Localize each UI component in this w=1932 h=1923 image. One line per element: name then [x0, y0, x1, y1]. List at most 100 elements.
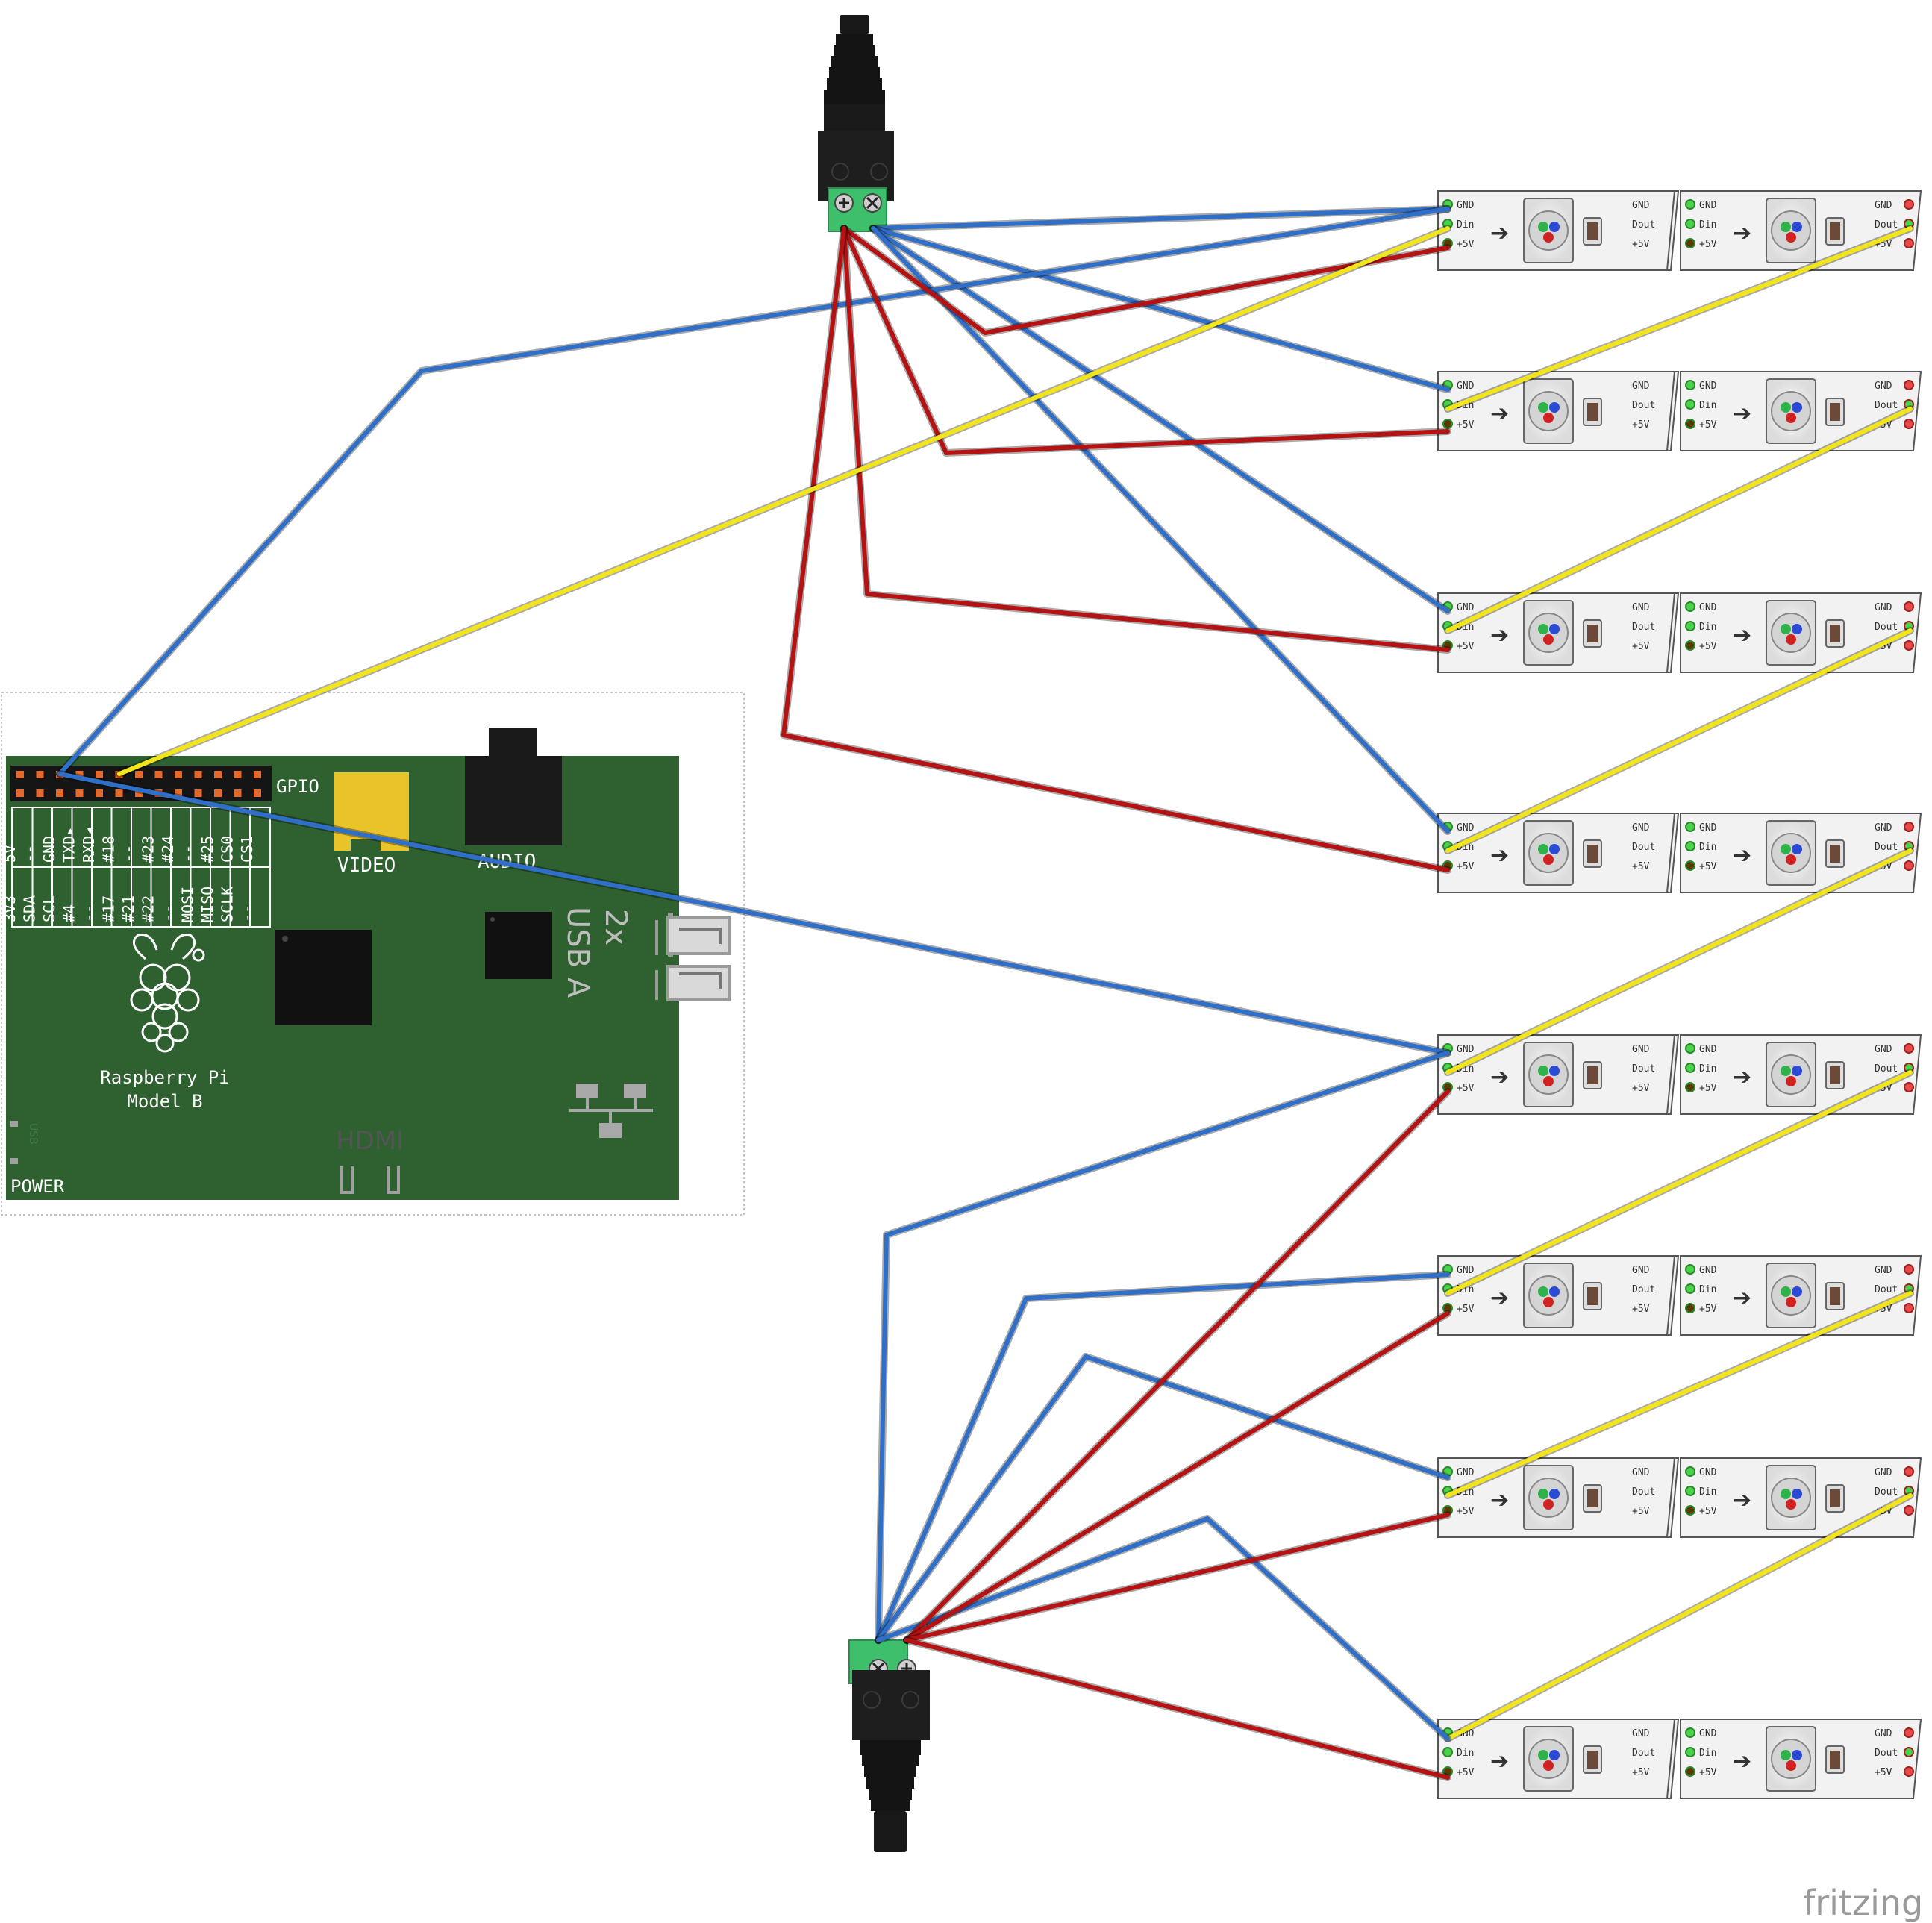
strip-pad[interactable]: [1904, 419, 1914, 429]
strip-pad[interactable]: [1685, 380, 1695, 390]
data-wire[interactable]: [1445, 1493, 1913, 1741]
strip-pad[interactable]: [1685, 1283, 1695, 1294]
data-wire[interactable]: [1445, 1291, 1913, 1498]
ground-wire[interactable]: [871, 226, 1450, 834]
strip-pad[interactable]: [1685, 1063, 1695, 1073]
ground-wire-shadow: [875, 1049, 1451, 1644]
gpio-pin[interactable]: [254, 789, 261, 797]
gpio-pin[interactable]: [234, 771, 242, 778]
strip-pad[interactable]: [1685, 399, 1695, 410]
strip-pad[interactable]: [1904, 640, 1914, 651]
strip-pad[interactable]: [1685, 199, 1695, 210]
pi-ground-wire[interactable]: [57, 207, 1450, 776]
gpio-pin[interactable]: [115, 789, 123, 797]
ground-wire[interactable]: [876, 1051, 1450, 1642]
ground-wire[interactable]: [871, 207, 1450, 231]
data-wire[interactable]: [1445, 407, 1913, 633]
gpio-pin[interactable]: [154, 771, 163, 778]
gpio-pin[interactable]: [75, 771, 84, 778]
ground-wire[interactable]: [876, 1354, 1450, 1642]
strip-pad[interactable]: [1904, 1082, 1914, 1092]
strip-pad[interactable]: [1904, 1264, 1914, 1275]
gpio-pin[interactable]: [75, 789, 84, 797]
strip-pad[interactable]: [1904, 199, 1914, 210]
pin-label-bottom: --: [80, 904, 98, 922]
pin-label-top: #24: [159, 836, 177, 863]
gpio-pin[interactable]: [234, 789, 242, 797]
strip-pad[interactable]: [1904, 1747, 1914, 1757]
power-wire[interactable]: [904, 1513, 1450, 1642]
ground-wire[interactable]: [876, 1272, 1450, 1642]
strip-pad[interactable]: [1685, 640, 1695, 651]
gpio-pin[interactable]: [36, 789, 44, 797]
strip-pad[interactable]: [1685, 238, 1695, 248]
strip-pad[interactable]: [1685, 1505, 1695, 1516]
strip-pad[interactable]: [1904, 1303, 1914, 1313]
gpio-pin[interactable]: [214, 771, 222, 778]
gpio-pin[interactable]: [194, 789, 202, 797]
strip-pad[interactable]: [1904, 1466, 1914, 1477]
strip-pad[interactable]: [1685, 1486, 1695, 1496]
strip-pad[interactable]: [1685, 1043, 1695, 1054]
strip-pad[interactable]: [1904, 822, 1914, 832]
strip-pad[interactable]: [1904, 601, 1914, 612]
data-wire[interactable]: [1445, 226, 1913, 411]
gpio-pin[interactable]: [175, 771, 182, 778]
strip-pad[interactable]: [1685, 1766, 1695, 1777]
ground-wire[interactable]: [871, 226, 1450, 613]
strip-pad[interactable]: [1685, 1264, 1695, 1275]
gpio-pin[interactable]: [56, 789, 63, 797]
gpio-pin[interactable]: [254, 771, 261, 778]
strip-pad[interactable]: [1685, 860, 1695, 871]
gpio-pin[interactable]: [16, 789, 24, 797]
strip-pad[interactable]: [1904, 1043, 1914, 1054]
power-wire[interactable]: [842, 226, 1450, 455]
data-wire[interactable]: [1445, 1070, 1913, 1295]
data-wire[interactable]: [1445, 628, 1913, 853]
gpio-pin[interactable]: [36, 771, 44, 778]
strip-pad[interactable]: [1904, 380, 1914, 390]
pi-ground-wire[interactable]: [57, 772, 1450, 1055]
power-wire[interactable]: [904, 1089, 1450, 1642]
strip-pad[interactable]: [1685, 1727, 1695, 1738]
strip-pad[interactable]: [1904, 238, 1914, 248]
strip-pad[interactable]: [1685, 601, 1695, 612]
strip-pad[interactable]: [1685, 841, 1695, 851]
ground-wire[interactable]: [871, 226, 1450, 392]
strip-pad[interactable]: [1685, 1466, 1695, 1477]
gpio-pin[interactable]: [96, 789, 103, 797]
strip-pad[interactable]: [1904, 1727, 1914, 1738]
data-wire[interactable]: [1445, 848, 1913, 1075]
gpio-pin[interactable]: [96, 771, 103, 778]
power-wire[interactable]: [904, 1311, 1450, 1642]
power-wire[interactable]: [904, 1638, 1450, 1780]
strip-pad[interactable]: [1685, 621, 1695, 631]
gpio-pin[interactable]: [135, 789, 143, 797]
strip-pad[interactable]: [1442, 1747, 1453, 1757]
pin-label-bottom: 3V3: [1, 895, 19, 922]
gpio-pin[interactable]: [175, 789, 182, 797]
gpio-pin[interactable]: [135, 771, 143, 778]
strip-pad[interactable]: [1685, 1082, 1695, 1092]
gpio-pin[interactable]: [214, 789, 222, 797]
ground-wire[interactable]: [876, 1516, 1450, 1741]
data-wire[interactable]: [117, 226, 1450, 776]
pi-model-line1: Raspberry Pi: [100, 1067, 229, 1088]
strip-pad[interactable]: [1904, 860, 1914, 871]
strip-pad[interactable]: [1685, 219, 1695, 229]
strip-pad-label: GND: [1699, 822, 1717, 834]
gpio-pin[interactable]: [16, 771, 24, 778]
strip-pad[interactable]: [1685, 1303, 1695, 1313]
strip-pad[interactable]: [1904, 1766, 1914, 1777]
gpio-pin[interactable]: [194, 771, 202, 778]
power-wire[interactable]: [781, 226, 1450, 872]
strip-pad[interactable]: [1442, 419, 1453, 429]
strip-pad[interactable]: [1685, 822, 1695, 832]
power-wire[interactable]: [842, 226, 1450, 335]
strip-pad[interactable]: [1685, 1747, 1695, 1757]
data-direction-arrow-icon: ➔: [1490, 1285, 1509, 1311]
power-wire[interactable]: [842, 226, 1450, 652]
strip-pad[interactable]: [1685, 419, 1695, 429]
strip-pad[interactable]: [1904, 1505, 1914, 1516]
data-direction-arrow-icon: ➔: [1490, 622, 1509, 648]
